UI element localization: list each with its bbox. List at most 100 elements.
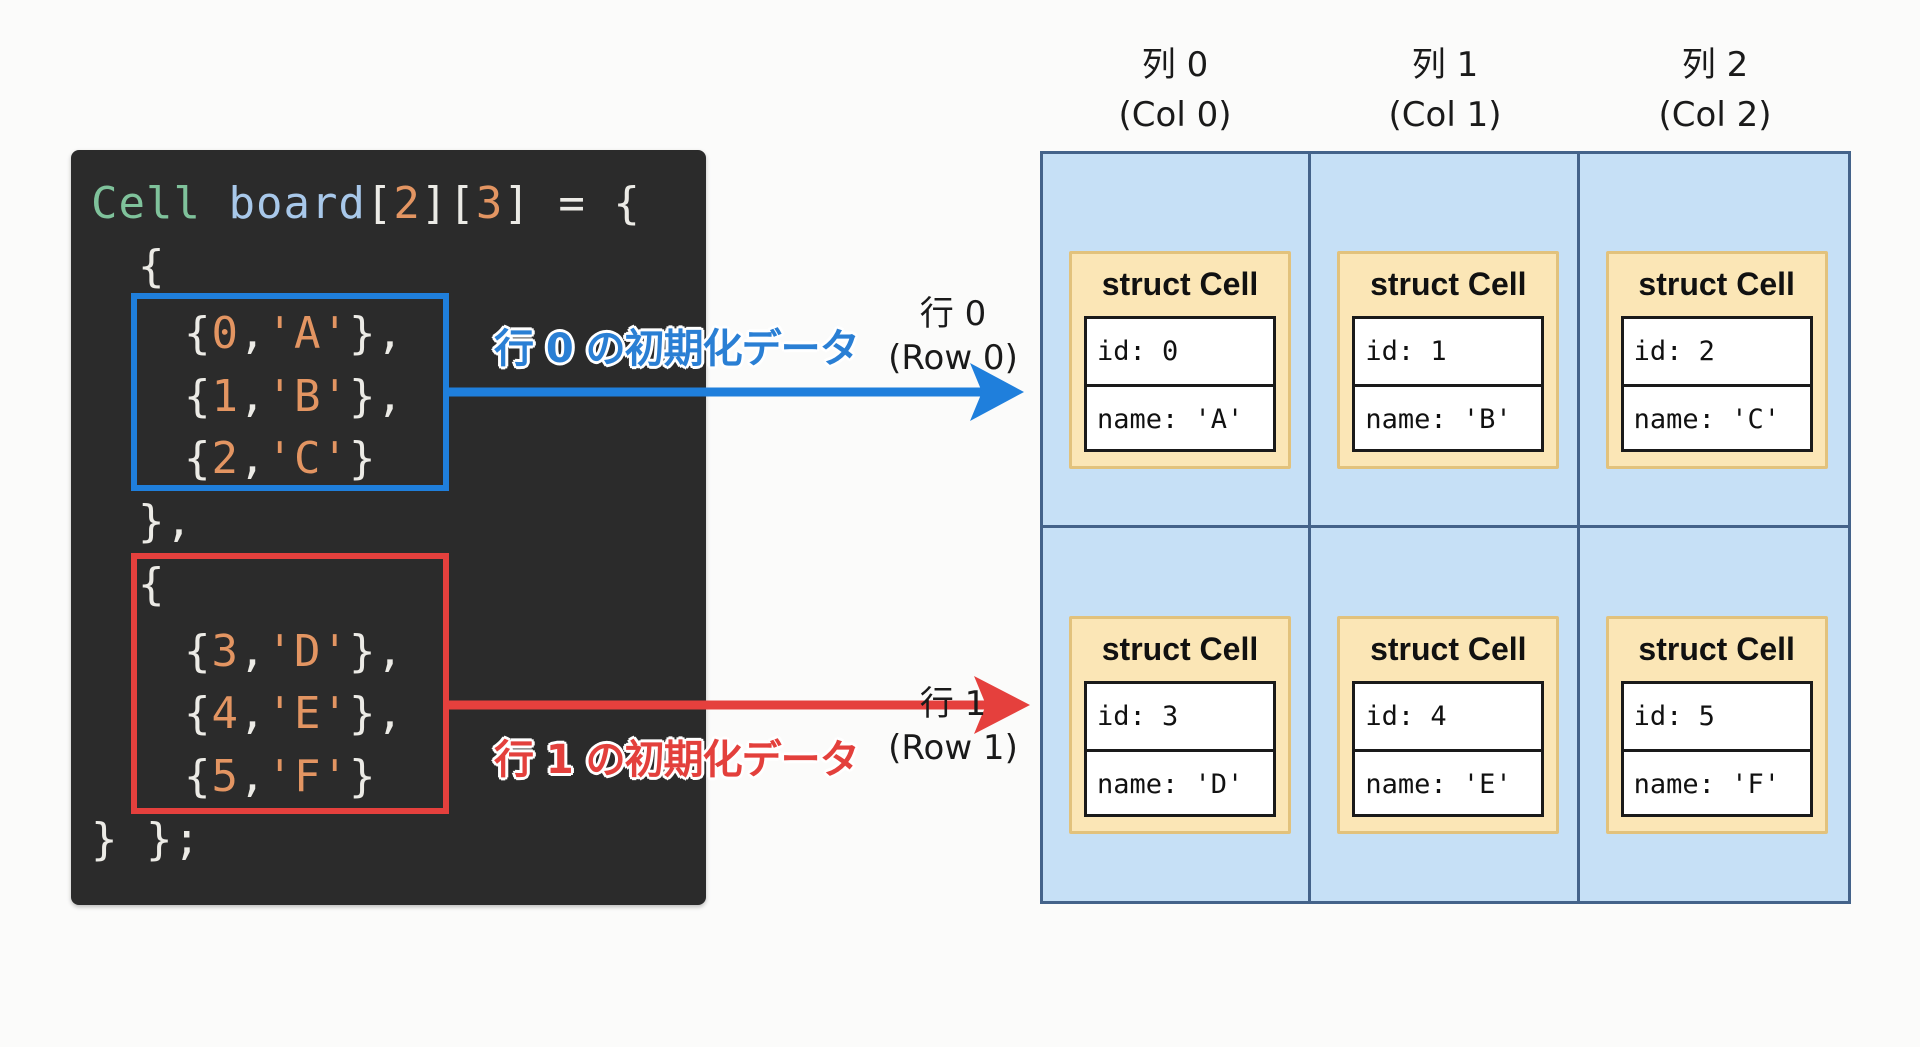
field-name: name: 'B' [1355,384,1542,449]
col-label-ja: 列 0 [1141,45,1209,85]
code-comma: , [239,308,267,359]
code-row0-item: {1,'B'}, [184,365,404,428]
code-brace: }, [348,688,404,739]
code-brace: }, [348,371,404,422]
code-brace: } [348,751,377,802]
struct-fields: id: 2 name: 'C' [1620,316,1813,452]
grid-cell: struct Cell id: 1 name: 'B' [1311,154,1580,528]
code-name-value: 'B' [266,371,349,422]
col-label-en: (Col 2) [1658,95,1772,135]
code-id-value: 4 [211,688,239,739]
grid-cell: struct Cell id: 2 name: 'C' [1579,154,1848,528]
code-name-value: 'A' [266,308,349,359]
struct-fields: id: 1 name: 'B' [1352,316,1545,452]
code-id-value: 3 [211,626,239,677]
grid-cell: struct Cell id: 3 name: 'D' [1043,527,1312,901]
row-label-en: (Row 1) [888,728,1018,768]
code-row0-item: {2,'C'} [184,427,376,490]
field-id: id: 2 [1633,336,1715,367]
field-name: name: 'C' [1623,384,1810,449]
code-row1-open: { [138,559,166,610]
code-end: } }; [91,814,201,865]
code-id-value: 1 [211,371,239,422]
col-label-en: (Col 1) [1388,95,1502,135]
code-brace: { [184,688,212,739]
col-label-0: 列 0 (Col 0) [1040,40,1310,140]
col-label-en: (Col 0) [1118,95,1232,135]
struct-fields: id: 5 name: 'F' [1620,680,1813,817]
code-assign: = { [530,178,641,229]
field-id: id: 3 [1097,700,1179,732]
struct-fields: id: 0 name: 'A' [1084,316,1276,452]
code-type: Cell [91,178,201,229]
code-variable: board [228,178,366,229]
code-brace: }, [348,626,404,677]
code-row0-close: }, [138,496,193,547]
field-id: id: 4 [1365,700,1447,732]
code-dim-rows: 2 [393,178,421,229]
code-bracket: ] [503,178,531,229]
field-name: name: 'D' [1087,748,1273,814]
code-id-value: 2 [211,433,239,484]
code-bracket: [ [448,178,476,229]
code-bracket: [ [365,178,394,229]
code-row1-item: {3,'D'}, [184,620,404,683]
code-bracket: ] [420,178,449,229]
struct-card: struct Cell id: 1 name: 'B' [1337,251,1560,469]
grid-cell: struct Cell id: 0 name: 'A' [1043,154,1312,528]
struct-card: struct Cell id: 0 name: 'A' [1069,251,1291,469]
code-name-value: 'D' [266,626,349,677]
code-panel: Cell board[2][3] = { { {0,'A'}, {1,'B'},… [71,150,706,905]
code-row0-item: {0,'A'}, [184,302,404,365]
grid-cell: struct Cell id: 5 name: 'F' [1580,528,1848,902]
struct-title: struct Cell [1638,266,1795,302]
col-label-ja: 列 1 [1411,45,1479,85]
code-name-value: 'F' [266,751,349,802]
field-id: id: 1 [1365,336,1447,367]
code-row0-open: { [138,241,166,292]
field-name: name: 'A' [1087,384,1273,449]
field-name: name: 'F' [1623,748,1810,814]
col-label-2: 列 2 (Col 2) [1580,40,1850,140]
struct-fields: id: 3 name: 'D' [1084,680,1276,817]
code-comma: , [239,688,267,739]
board-grid: struct Cell id: 0 name: 'A' struct Cell … [1040,151,1851,904]
row0-highlight-box [131,293,449,491]
code-brace: }, [348,308,404,359]
code-comma: , [239,751,267,802]
row1-init-annotation: 行 1 の初期化データ [494,737,860,783]
row1-highlight-box [131,553,449,814]
struct-card: struct Cell id: 4 name: 'E' [1337,615,1560,834]
code-brace: { [184,626,212,677]
struct-title: struct Cell [1638,630,1795,667]
struct-card: struct Cell id: 2 name: 'C' [1605,251,1828,469]
code-comma: , [239,626,267,677]
struct-title: struct Cell [1101,630,1259,667]
code-brace: { [184,308,212,359]
row-label-ja: 行 1 [919,684,987,724]
code-id-value: 0 [211,308,239,359]
row-label-en: (Row 0) [888,338,1018,378]
row-label-1: 行 1 (Row 1) [883,682,1023,770]
col-label-ja: 列 2 [1681,45,1749,85]
field-id: id: 5 [1633,700,1715,732]
field-id: id: 0 [1097,336,1179,367]
struct-card: struct Cell id: 3 name: 'D' [1069,615,1291,834]
row-label-ja: 行 0 [919,294,987,334]
code-brace: { [184,433,212,484]
struct-title: struct Cell [1370,266,1527,302]
struct-fields: id: 4 name: 'E' [1352,680,1545,817]
code-name-value: 'C' [266,433,349,484]
grid-cell: struct Cell id: 4 name: 'E' [1311,527,1580,901]
col-label-1: 列 1 (Col 1) [1310,40,1580,140]
code-row1-item: {4,'E'}, [184,682,404,745]
code-brace: { [184,751,212,802]
struct-title: struct Cell [1370,630,1527,667]
struct-title: struct Cell [1101,266,1259,302]
row0-init-annotation: 行 0 の初期化データ [494,326,860,372]
row-label-0: 行 0 (Row 0) [883,292,1023,380]
code-id-value: 5 [211,751,239,802]
code-line-declaration: Cell board[2][3] = { [91,172,641,235]
code-brace: { [184,371,212,422]
code-brace: } [348,433,377,484]
